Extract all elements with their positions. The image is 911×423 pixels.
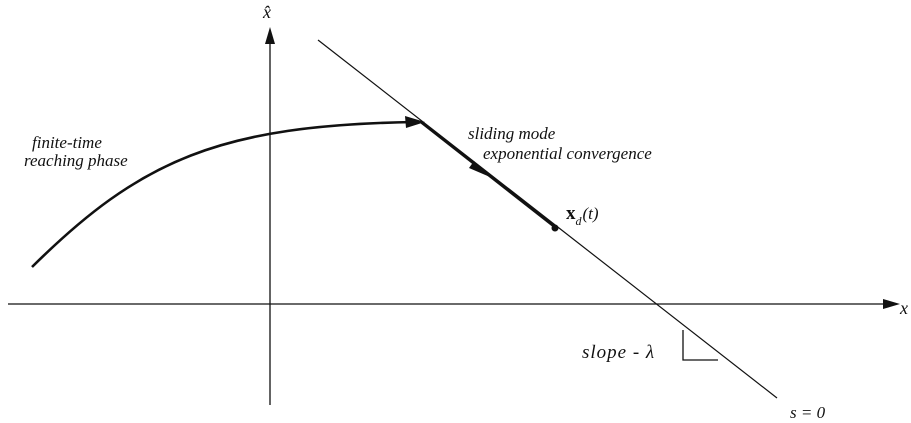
reaching-trajectory xyxy=(31,120,416,268)
reaching-arrowhead xyxy=(405,116,425,128)
reaching-label-line2: reaching phase xyxy=(24,151,128,170)
desired-state-arg: (t) xyxy=(582,204,599,223)
desired-state-subscript: d xyxy=(575,214,582,228)
sliding-trajectory xyxy=(420,120,556,229)
y-axis-label: x̂ xyxy=(263,2,271,22)
sliding-surface-label: s = 0 xyxy=(790,403,826,422)
slope-label: slope - λ xyxy=(582,342,656,363)
y-axis-arrowhead xyxy=(265,27,275,44)
reaching-label-line1: finite-time xyxy=(32,133,102,152)
x-axis-arrowhead xyxy=(883,299,900,309)
x-axis-label: x xyxy=(900,298,908,318)
slope-triangle xyxy=(682,330,718,361)
sliding-arrowhead xyxy=(469,161,490,177)
desired-state-point xyxy=(551,224,559,232)
sliding-label-line2: exponential convergence xyxy=(483,144,652,163)
sliding-surface-line xyxy=(317,39,778,399)
desired-state-label: xd(t) xyxy=(566,203,599,227)
sliding-label-line1: sliding mode xyxy=(468,124,556,143)
desired-state-symbol: x xyxy=(566,203,576,224)
